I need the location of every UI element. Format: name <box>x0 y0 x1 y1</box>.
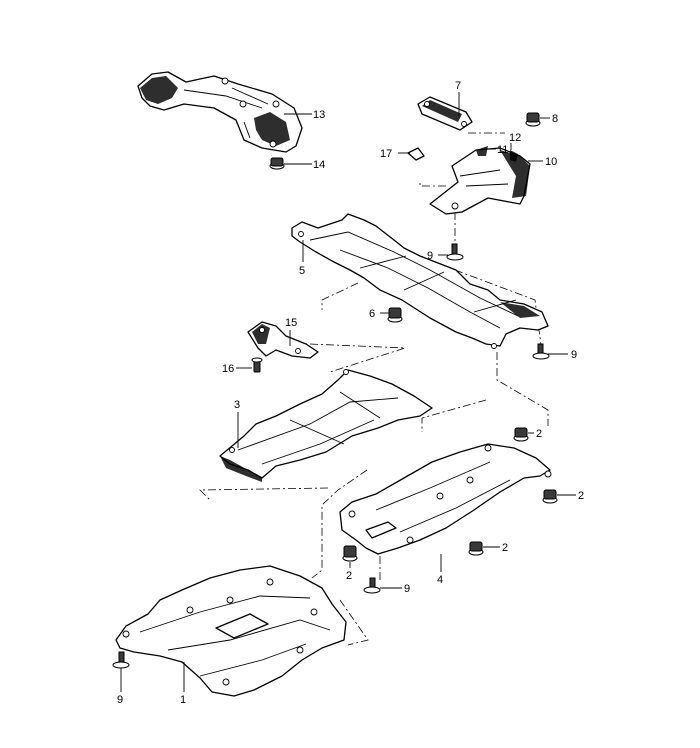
screw-9c <box>363 577 381 594</box>
fasteners <box>112 112 558 669</box>
callout-15: 15 <box>285 317 297 329</box>
screw-9d <box>112 651 130 669</box>
nut-2c <box>468 541 484 556</box>
nut-2a <box>513 427 529 442</box>
callout-9a: 9 <box>427 250 433 262</box>
callout-1: 1 <box>180 694 186 706</box>
nut-8 <box>525 112 541 127</box>
callout-3: 3 <box>234 399 240 411</box>
callout-13: 13 <box>313 109 325 121</box>
callout-9b: 9 <box>571 349 577 361</box>
callout-9d: 9 <box>117 694 123 706</box>
nut-14 <box>269 157 285 170</box>
nut-2d <box>342 545 358 562</box>
callout-2d: 2 <box>346 570 352 582</box>
callout-7: 7 <box>455 80 461 92</box>
nut-6 <box>387 307 403 323</box>
callout-17: 17 <box>380 148 392 160</box>
part-5-panel <box>291 213 549 349</box>
callout-2b: 2 <box>578 490 584 502</box>
nut-2b <box>542 489 558 504</box>
part-4-panel <box>339 443 552 555</box>
callout-5: 5 <box>299 265 305 277</box>
screw-9a <box>446 243 464 261</box>
callout-10: 10 <box>545 156 557 168</box>
callout-4: 4 <box>437 574 443 586</box>
leader-lines <box>120 92 576 692</box>
screw-9b <box>532 343 550 360</box>
callout-2a: 2 <box>536 428 542 440</box>
callout-9c: 9 <box>404 583 410 595</box>
callout-12: 12 <box>509 132 521 144</box>
part-10-guide <box>407 146 531 215</box>
part-1-panel <box>115 565 347 697</box>
part-15-bracket <box>247 321 319 359</box>
part-13-bracket <box>137 71 303 153</box>
screw-16 <box>251 357 263 373</box>
callout-labels: 13 14 7 8 17 11 12 10 9 5 6 9 15 16 3 2 … <box>117 80 584 706</box>
callout-16: 16 <box>222 363 234 375</box>
callout-2c: 2 <box>502 542 508 554</box>
callout-6: 6 <box>369 308 375 320</box>
part-3-tray <box>219 369 433 482</box>
callout-8: 8 <box>552 113 558 125</box>
callout-11: 11 <box>497 144 508 156</box>
part-7-plate <box>417 96 473 131</box>
callout-14: 14 <box>313 159 325 171</box>
